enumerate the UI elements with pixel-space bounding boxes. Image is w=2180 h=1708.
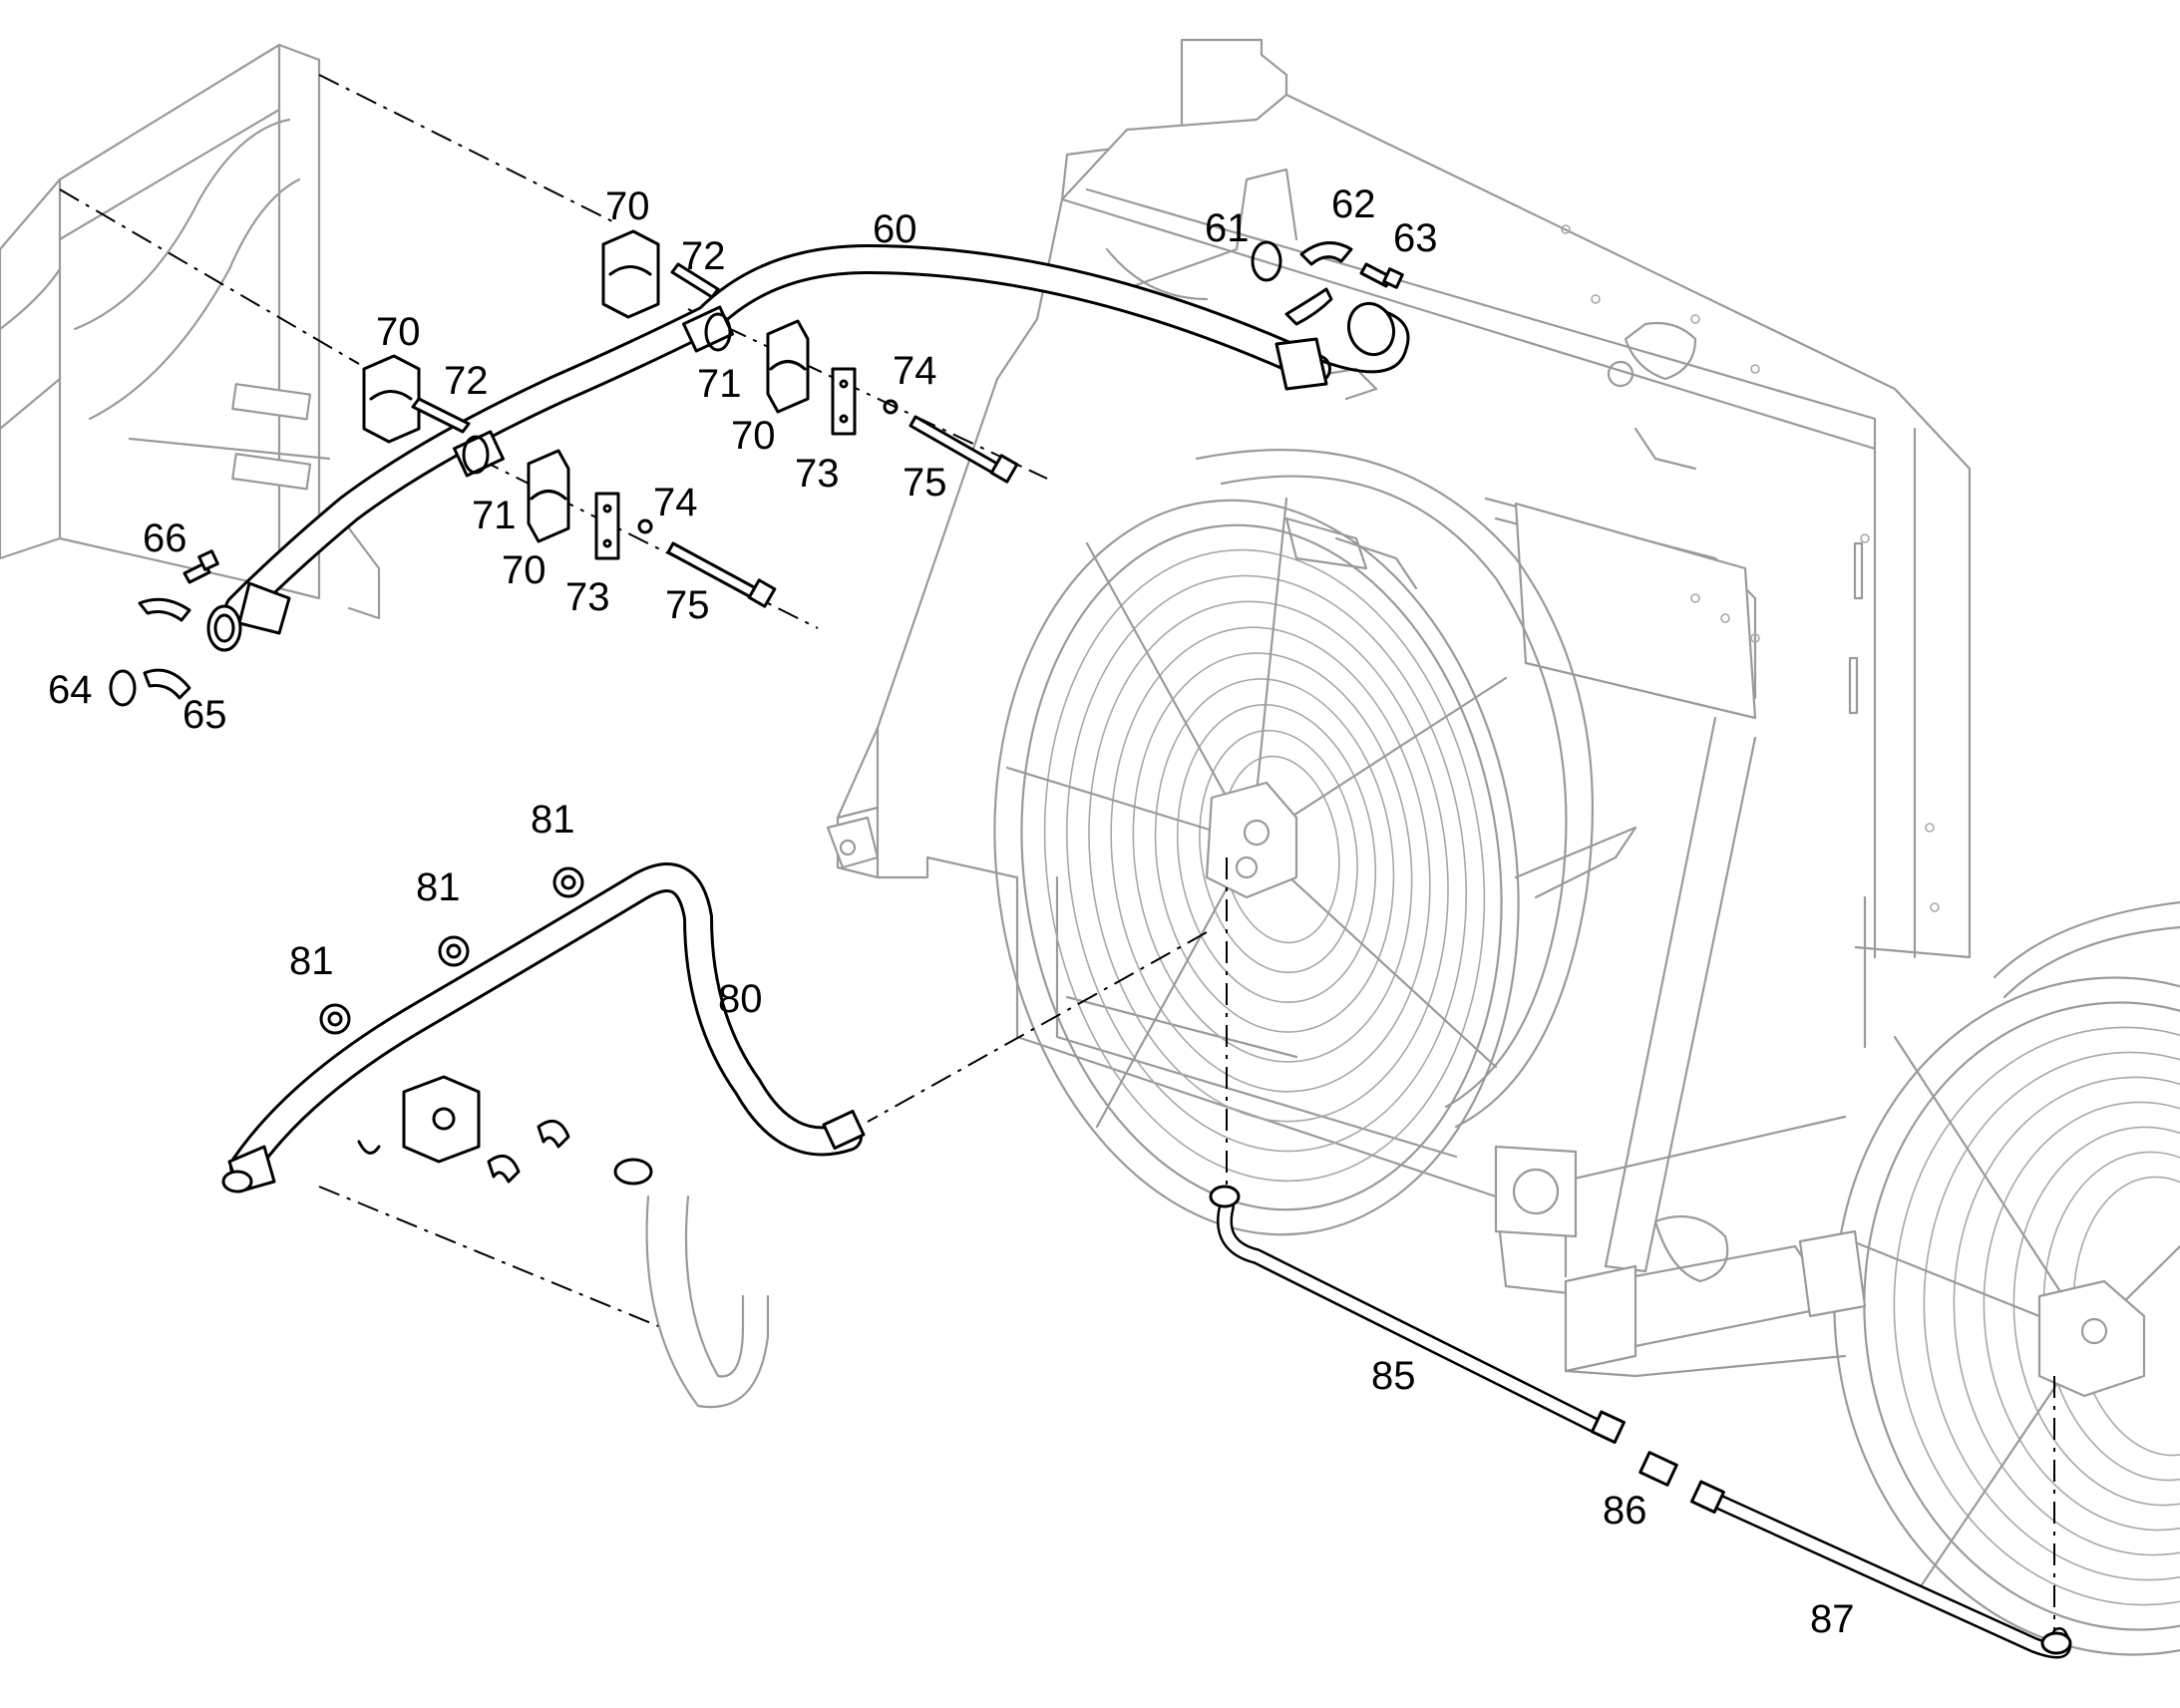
callout-74-a: 74 — [893, 349, 937, 393]
hose-85 — [1209, 1185, 1626, 1444]
lower-support-beam — [1494, 1145, 1867, 1378]
clamp-half-70-a — [601, 229, 660, 319]
clamp-half-70-d — [527, 449, 570, 543]
callout-70-c: 70 — [731, 414, 776, 458]
flange-half-65 — [138, 597, 191, 700]
callout-81-a: 81 — [289, 939, 334, 983]
callout-labels: 60 61 62 63 64 65 66 70 70 70 70 71 71 7… — [48, 182, 1855, 1641]
pin-72-a — [670, 262, 720, 299]
seal-71-b — [462, 435, 490, 475]
callout-62: 62 — [1331, 182, 1376, 226]
callout-66: 66 — [143, 516, 187, 560]
callout-61: 61 — [1205, 206, 1250, 250]
washer-74-b — [637, 518, 653, 534]
callout-63: 63 — [1393, 216, 1438, 260]
callout-70-a: 70 — [605, 184, 650, 228]
callout-86: 86 — [1603, 1489, 1647, 1533]
callout-70-d: 70 — [502, 548, 546, 592]
hose-87 — [1689, 1480, 2072, 1659]
callout-85: 85 — [1371, 1354, 1416, 1398]
callout-72-b: 72 — [444, 359, 489, 403]
radiator-housing — [826, 38, 1972, 1298]
clip-81-a — [319, 1003, 351, 1035]
o-ring-61 — [1251, 240, 1282, 282]
callout-73-a: 73 — [795, 452, 840, 496]
plate-73-a — [831, 367, 857, 436]
pin-72-b — [411, 397, 471, 434]
washer-74-a — [883, 399, 899, 415]
plate-73-b — [594, 492, 620, 560]
hose-60 — [206, 244, 1410, 652]
screw-63 — [1359, 262, 1404, 289]
callout-87: 87 — [1810, 1597, 1855, 1641]
callout-75-b: 75 — [665, 583, 710, 627]
flange-half-62 — [1284, 241, 1353, 326]
hose-80 — [221, 862, 866, 1194]
clip-81-c — [552, 866, 584, 898]
callout-80: 80 — [718, 977, 763, 1021]
clamp-half-70-b — [362, 354, 421, 444]
callout-71-b: 71 — [472, 494, 517, 537]
o-ring-64 — [109, 669, 137, 707]
callout-65: 65 — [182, 693, 227, 737]
screw-66 — [182, 549, 219, 584]
callout-72-a: 72 — [681, 234, 726, 278]
callout-81-b: 81 — [416, 865, 461, 909]
seal-71-a — [704, 312, 732, 352]
callout-81-c: 81 — [531, 798, 575, 842]
clamp-half-70-c — [766, 319, 810, 414]
fan-guard-right — [1833, 900, 2180, 1656]
callout-60: 60 — [873, 207, 917, 251]
return-pipe-gray — [645, 1195, 770, 1409]
callout-75-a: 75 — [903, 461, 947, 505]
alignment-lines — [59, 74, 2055, 1635]
callout-71-a: 71 — [697, 362, 742, 406]
bolt-75-a — [908, 415, 1019, 484]
bolt-75-b — [666, 541, 777, 608]
callout-73-b: 73 — [565, 575, 610, 619]
adapter-block — [357, 1075, 653, 1186]
mounting-bracket-frame — [0, 43, 381, 620]
callout-74-b: 74 — [653, 481, 698, 524]
union-86 — [1638, 1451, 1678, 1487]
fan-guard-main — [993, 497, 1520, 1236]
clip-81-b — [438, 935, 470, 967]
callout-70-b: 70 — [376, 310, 421, 354]
callout-64: 64 — [48, 668, 93, 712]
